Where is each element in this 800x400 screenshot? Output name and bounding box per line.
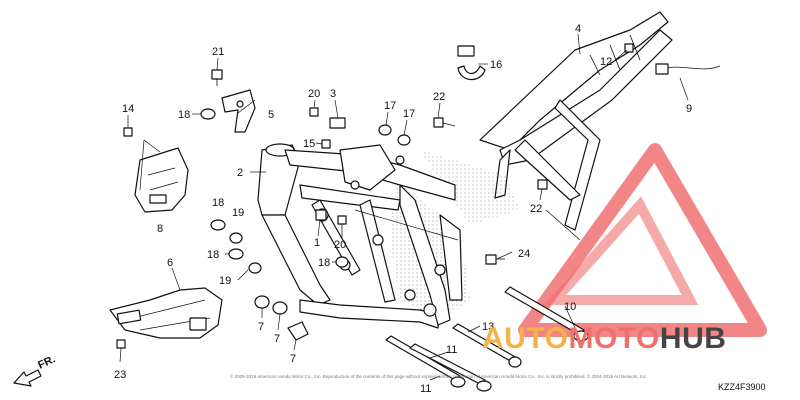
label-part-9: 9: [686, 103, 692, 115]
leader-lines: [119, 33, 689, 381]
label-part-18b: 18: [212, 197, 224, 209]
label-part-6: 6: [167, 257, 173, 269]
watermark-text-mid: MOTO: [568, 322, 659, 355]
logo-triangle-inner: [543, 196, 699, 305]
label-part-11b: 11: [420, 383, 431, 395]
watermark-wordmark: AUTOMOTOHUB: [482, 322, 726, 355]
label-part-5: 5: [268, 109, 274, 121]
label-part-7c: 7: [290, 353, 296, 365]
main-frame: [257, 143, 520, 329]
label-part-19b: 19: [219, 275, 231, 287]
label-part-19a: 19: [232, 207, 244, 219]
part-labels: 21 18 5 14 8 2 20 3 15 17 17 22 16 4 12 …: [114, 23, 692, 395]
label-part-21: 21: [212, 46, 224, 58]
logo-triangle-outer: [518, 143, 767, 337]
label-part-2: 2: [237, 167, 243, 179]
diagram-code: KZZ4F3900: [718, 382, 766, 392]
label-part-18a: 18: [178, 109, 190, 121]
side-cover: [134, 147, 189, 213]
label-part-22a: 22: [433, 91, 445, 103]
label-part-4: 4: [575, 23, 581, 35]
label-part-20a: 20: [308, 88, 320, 100]
label-part-8: 8: [157, 223, 163, 235]
label-part-11a: 11: [446, 344, 457, 356]
label-part-17b: 17: [403, 108, 415, 120]
copyright-notice: © 2009-2019 American Honda Motor Co., In…: [230, 373, 647, 379]
hardware: [116, 43, 721, 392]
bracket: [221, 89, 256, 133]
label-part-14: 14: [122, 103, 134, 115]
label-part-17a: 17: [384, 100, 396, 112]
label-part-22b: 22: [530, 203, 542, 215]
direction-label: FR.: [36, 353, 57, 371]
label-part-24: 24: [518, 248, 530, 260]
skid-plate: [109, 287, 223, 339]
label-part-16: 16: [490, 59, 502, 71]
label-part-18d: 18: [318, 257, 330, 269]
direction-indicator: FR.: [13, 353, 57, 387]
label-part-1: 1: [314, 237, 320, 249]
watermark-text-left: AUTO: [482, 322, 568, 355]
label-part-20b: 20: [334, 239, 346, 251]
svg-text:AUTOMOTOHUB: AUTOMOTOHUB: [482, 322, 726, 355]
front-arrow-icon: [13, 369, 42, 387]
watermark-logo: [518, 143, 767, 337]
label-part-7a: 7: [258, 321, 264, 333]
label-part-10: 10: [564, 301, 576, 313]
label-part-13: 13: [482, 321, 494, 333]
label-part-3: 3: [330, 88, 336, 100]
label-part-15: 15: [303, 138, 315, 150]
label-part-7b: 7: [274, 333, 280, 345]
label-part-12: 12: [600, 56, 612, 68]
label-part-23: 23: [114, 369, 126, 381]
label-part-18c: 18: [207, 249, 219, 261]
watermark-text-right: HUB: [660, 322, 727, 355]
